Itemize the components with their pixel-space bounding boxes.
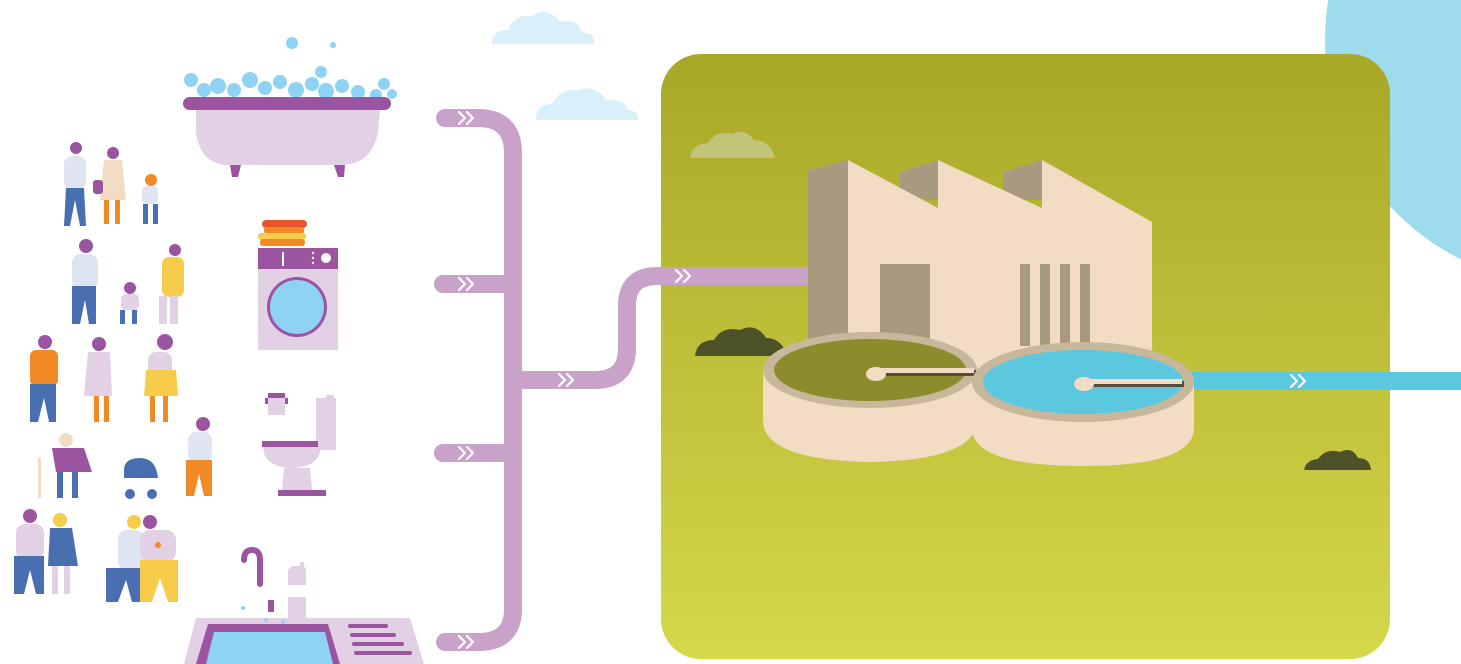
primary-clarifier-icon: [763, 332, 977, 462]
family-icon: [38, 417, 212, 499]
cloud-icon: [536, 88, 638, 120]
clean-water-outflow: [1190, 372, 1461, 390]
washing-machine-icon: [258, 220, 338, 350]
family-icon: [72, 239, 184, 324]
toilet-icon: [262, 393, 336, 496]
cloud-icon: [492, 12, 594, 44]
family-icon: [14, 509, 178, 602]
family-icon: [64, 142, 158, 226]
kitchen-sink-icon: [184, 550, 424, 664]
secondary-clarifier-icon: [972, 342, 1194, 466]
family-icon: [30, 334, 178, 422]
bathtub-icon: [183, 37, 397, 177]
